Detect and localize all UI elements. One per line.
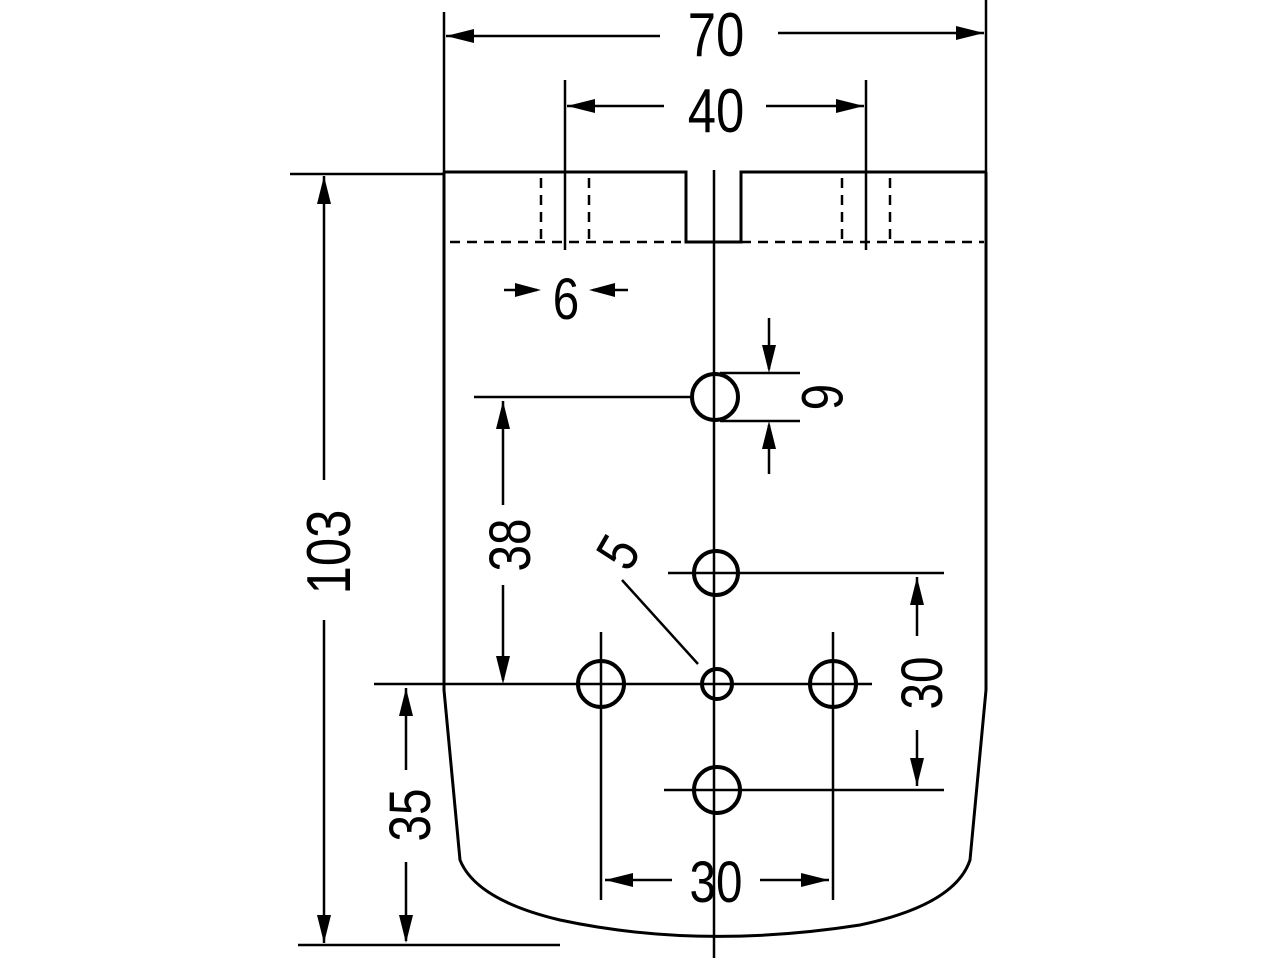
hole-top — [690, 372, 740, 422]
label-bottom-offset: 35 — [379, 789, 444, 842]
dim-overall-width: 70 — [442, 0, 988, 172]
dim-vertical-hole-spacing: 30 — [664, 571, 956, 792]
label-slot-width: 6 — [553, 268, 579, 333]
dim-hole-diameter: 6 — [720, 318, 853, 474]
label-vertical-hole-spacing: 30 — [891, 657, 956, 710]
dim-slot-width: 6 — [504, 268, 628, 333]
label-overall-width: 70 — [688, 1, 745, 70]
dim-overall-height: 103 — [290, 172, 560, 947]
label-slot-spacing: 40 — [688, 77, 745, 146]
dim-bottom-offset: 35 — [379, 688, 444, 943]
label-top-hole-offset: 38 — [479, 519, 544, 572]
dim-top-hole-offset: 38 — [474, 395, 690, 684]
dim-slot-spacing: 40 — [563, 77, 868, 250]
label-horizontal-hole-spacing: 30 — [690, 851, 743, 916]
label-overall-height: 103 — [295, 510, 364, 595]
holes — [576, 372, 858, 815]
dim-horizontal-hole-spacing: 30 — [599, 632, 835, 916]
label-center-hole: 5 — [584, 525, 653, 580]
label-hole-diameter: 6 — [789, 384, 854, 410]
